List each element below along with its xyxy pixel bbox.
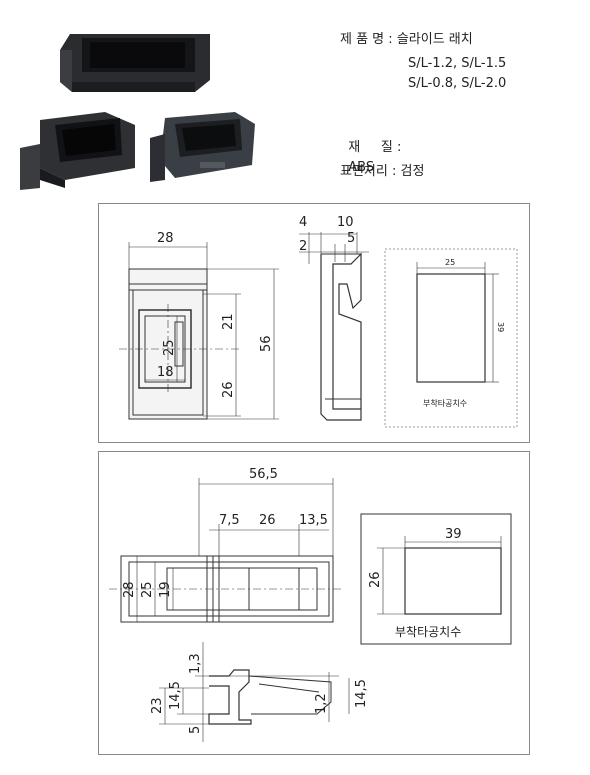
latch-photo-top <box>60 34 210 92</box>
spec-material-row: 재 질 : ABS <box>340 118 401 178</box>
spec-name-row: 제 품 명 : 슬라이드 래치 <box>340 30 473 50</box>
drawing-1-svg: 28 56 21 26 25 18 4 10 2 5 25 39 부착타공치수 <box>119 215 518 428</box>
dim-side-total: 23 <box>150 697 165 714</box>
dim-lower: 26 <box>221 381 236 398</box>
latch-photo-left <box>20 112 135 190</box>
dim-side-right-small: 1,2 <box>314 693 329 714</box>
cutout2-height: 26 <box>368 571 383 588</box>
dim-upper: 21 <box>221 313 236 330</box>
dim-side-mid1: 2 <box>299 239 307 254</box>
drawing-panel-1: 28 56 21 26 25 18 4 10 2 5 25 39 부착타공치수 <box>98 203 530 443</box>
dim-side-right: 14,5 <box>354 679 369 708</box>
dim-side-top1: 4 <box>299 215 307 230</box>
latch-photo-right <box>150 112 255 182</box>
dim-overall: 56,5 <box>249 467 278 482</box>
drawing-panel-2: 56,5 7,5 26 13,5 28 25 19 39 26 부착타공치수 1… <box>98 451 530 755</box>
dim-h-outer: 28 <box>122 581 137 598</box>
dim-window-h: 25 <box>162 339 177 356</box>
dim-side-upper: 14,5 <box>168 681 183 710</box>
spec-name-value: 슬라이드 래치 <box>396 32 473 47</box>
spec-name-label: 제 품 명 : <box>340 32 393 47</box>
dim-seg3: 13,5 <box>299 513 328 528</box>
dim-side-lower: 5 <box>188 726 203 734</box>
product-photos <box>20 34 255 190</box>
dim-h-mid: 25 <box>140 581 155 598</box>
spec-finish-row: 표면처리 : 검정 <box>340 162 424 182</box>
cutout2-label: 부착타공치수 <box>395 625 461 639</box>
spec-material-value: ABS <box>348 160 375 175</box>
dim-side-top: 1,3 <box>188 653 203 674</box>
spec-finish-label: 표면처리 : <box>340 164 397 179</box>
dim-window-w: 18 <box>157 365 174 380</box>
spec-material-label: 재 질 : <box>348 140 402 155</box>
cutout2-width: 39 <box>445 527 462 542</box>
dim-width: 28 <box>157 231 174 246</box>
cutout1-width: 25 <box>445 258 455 267</box>
dim-side-mid2: 5 <box>347 231 355 246</box>
dim-side-top2: 10 <box>337 215 354 230</box>
cutout1-height: 39 <box>496 322 505 332</box>
dim-seg1: 7,5 <box>219 513 240 528</box>
spec-finish-value: 검정 <box>400 164 425 179</box>
drawing-2-svg: 56,5 7,5 26 13,5 28 25 19 39 26 부착타공치수 1… <box>109 467 512 742</box>
dim-seg2: 26 <box>259 513 276 528</box>
spec-models-line2: S/L-0.8, S/L-2.0 <box>408 76 507 91</box>
spec-models-line1: S/L-1.2, S/L-1.5 <box>408 56 507 71</box>
cutout1-label: 부착타공치수 <box>423 399 467 408</box>
dim-h-inner: 19 <box>158 581 173 598</box>
dim-height: 56 <box>259 335 274 352</box>
